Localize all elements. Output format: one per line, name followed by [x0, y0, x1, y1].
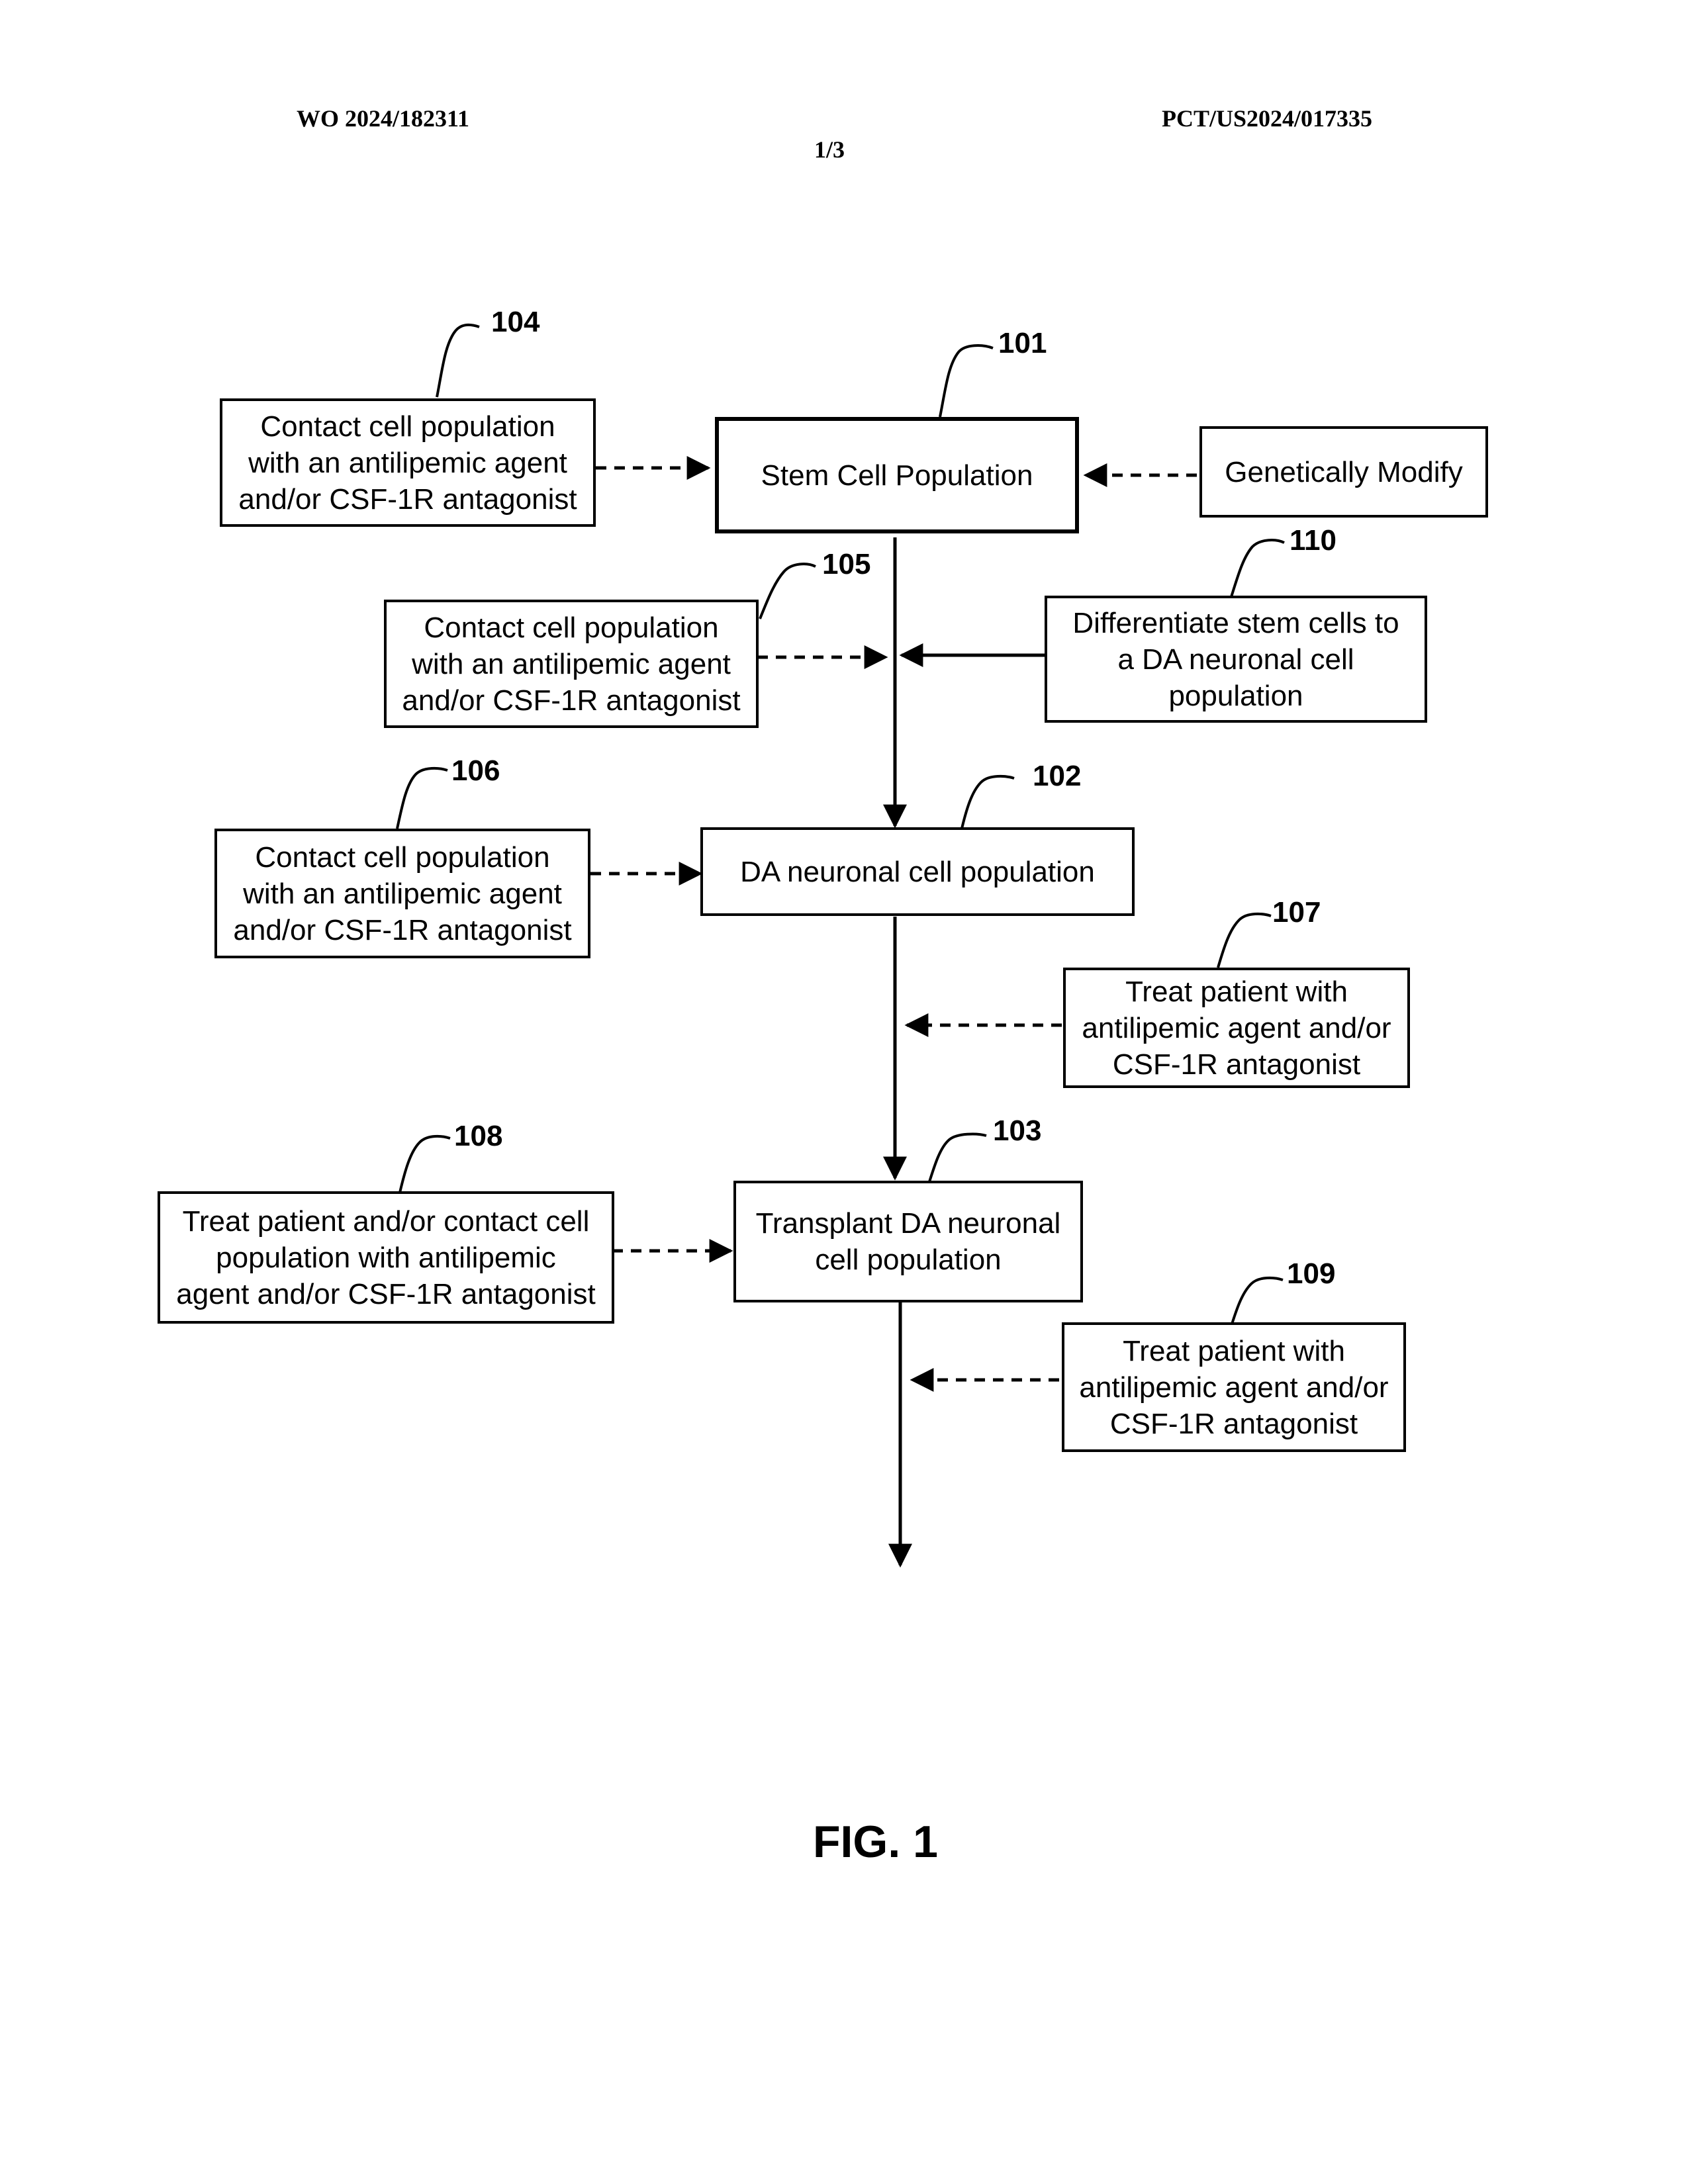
box-line: Stem Cell Population: [761, 457, 1033, 494]
box-line: Contact cell population: [238, 408, 577, 445]
ref-108: 108: [454, 1120, 502, 1153]
ref-106: 106: [451, 754, 500, 788]
box-line: antilipemic agent and/or: [1082, 1010, 1391, 1046]
box-line: agent and/or CSF-1R antagonist: [176, 1276, 596, 1312]
box-line: with an antilipemic agent: [233, 876, 571, 912]
ref-101: 101: [998, 327, 1047, 360]
ref-102: 102: [1033, 760, 1081, 793]
leader-102: [961, 776, 1014, 831]
box-line: Contact cell population: [402, 610, 740, 646]
box-line: and/or CSF-1R antagonist: [402, 682, 740, 719]
ref-107: 107: [1272, 896, 1321, 929]
box-107-treat-patient: Treat patient with antilipemic agent and…: [1063, 968, 1410, 1088]
box-line: with an antilipemic agent: [402, 646, 740, 682]
ref-105: 105: [822, 548, 870, 581]
box-genetically-modify: Genetically Modify: [1199, 426, 1488, 518]
leader-104: [437, 325, 479, 397]
box-line: Treat patient with: [1082, 974, 1391, 1010]
box-101-stem-cell-population: Stem Cell Population: [715, 417, 1079, 533]
box-110-differentiate-stem-cells: Differentiate stem cells to a DA neurona…: [1045, 596, 1427, 723]
box-line: cell population: [756, 1242, 1061, 1278]
box-102-da-neuronal-cell-population: DA neuronal cell population: [700, 827, 1135, 916]
leader-101: [940, 345, 993, 417]
leader-108: [400, 1136, 450, 1193]
box-line: Genetically Modify: [1225, 454, 1462, 490]
box-line: Differentiate stem cells to: [1072, 605, 1399, 641]
box-line: antilipemic agent and/or: [1079, 1369, 1388, 1406]
ref-104: 104: [491, 306, 539, 339]
leader-103: [928, 1134, 986, 1186]
box-line: with an antilipemic agent: [238, 445, 577, 481]
box-105-contact-cell-population: Contact cell population with an antilipe…: [384, 600, 759, 728]
box-line: and/or CSF-1R antagonist: [233, 912, 571, 948]
box-line: Treat patient with: [1079, 1333, 1388, 1369]
box-106-contact-cell-population: Contact cell population with an antilipe…: [214, 829, 590, 958]
box-104-contact-cell-population: Contact cell population with an antilipe…: [220, 398, 596, 527]
leader-107: [1218, 914, 1271, 968]
box-line: Transplant DA neuronal: [756, 1205, 1061, 1242]
box-109-treat-patient: Treat patient with antilipemic agent and…: [1062, 1322, 1406, 1452]
box-line: population: [1072, 678, 1399, 714]
box-line: CSF-1R antagonist: [1082, 1046, 1391, 1083]
box-line: and/or CSF-1R antagonist: [238, 481, 577, 518]
leader-106: [397, 768, 447, 829]
ref-109: 109: [1287, 1257, 1335, 1291]
box-103-transplant-da-neuronal: Transplant DA neuronal cell population: [733, 1181, 1083, 1302]
box-line: a DA neuronal cell: [1072, 641, 1399, 678]
leader-110: [1231, 540, 1284, 597]
ref-110: 110: [1289, 524, 1336, 557]
box-line: DA neuronal cell population: [740, 854, 1095, 890]
box-line: Treat patient and/or contact cell: [176, 1203, 596, 1240]
box-line: population with antilipemic: [176, 1240, 596, 1276]
leader-105: [760, 564, 816, 619]
box-line: Contact cell population: [233, 839, 571, 876]
ref-103: 103: [993, 1115, 1041, 1148]
box-108-treat-patient-contact-cell: Treat patient and/or contact cell popula…: [158, 1191, 614, 1324]
box-line: CSF-1R antagonist: [1079, 1406, 1388, 1442]
figure-label: FIG. 1: [813, 1816, 938, 1868]
